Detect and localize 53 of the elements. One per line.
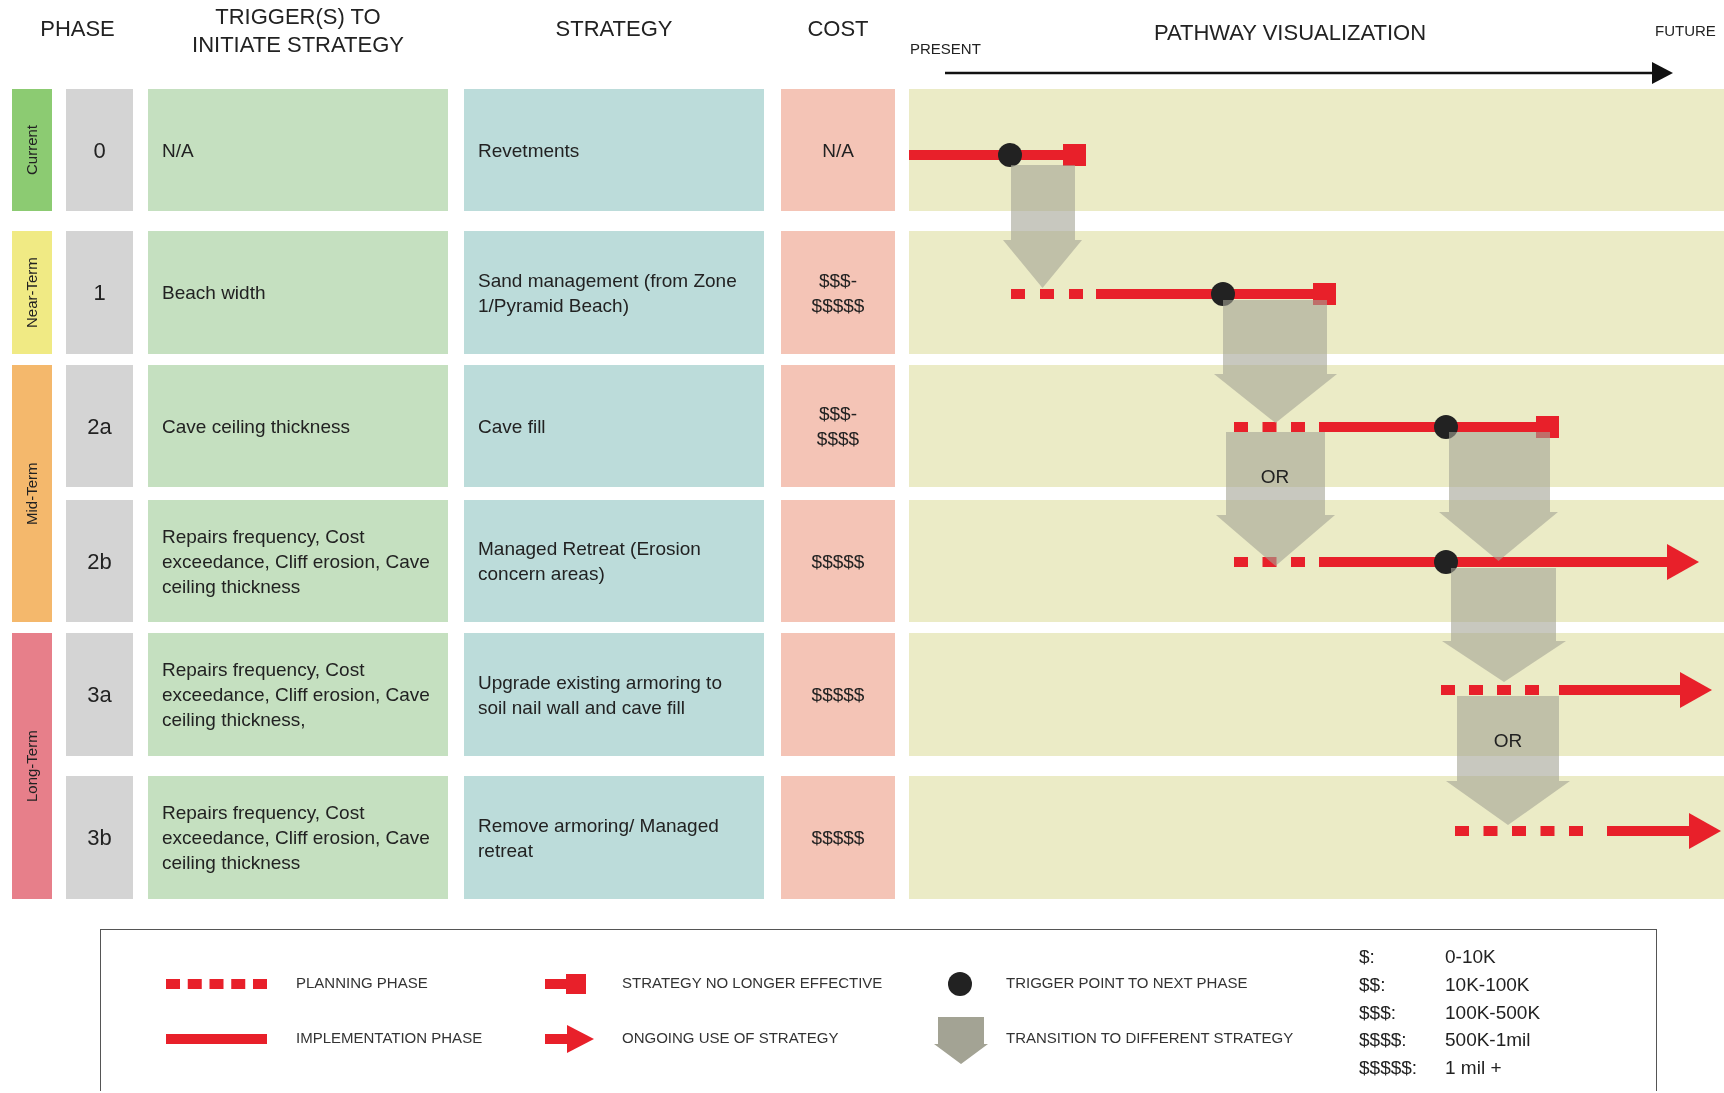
column-header: STRATEGY [554,15,674,43]
phase-band: Current [12,89,52,211]
legend-text: TRANSITION TO DIFFERENT STRATEGY [1006,1029,1294,1046]
legend-text: IMPLEMENTATION PHASE [296,1029,483,1046]
cost-cell: $$$$$ [781,776,895,899]
cost-key-symbol: $$$: [1359,1002,1397,1024]
trigger-cell: Repairs frequency, Cost exceedance, Cliff erosion, Cave ceiling thickness [148,776,448,899]
or-label: OR [1492,730,1524,752]
cost-key-symbol: $$: [1359,974,1387,996]
column-header: PHASE [39,15,116,43]
cost-cell: $$$- $$$$$ [781,231,895,354]
strategy-cell: Revetments [464,89,764,211]
phase-number: 2a [66,365,133,487]
or-label: OR [1259,466,1291,488]
cost-cell: $$$- $$$$ [781,365,895,487]
phase-number: 3b [66,776,133,899]
phase-band: Long-Term [12,633,52,899]
cost-key-range: 100K-500K [1445,1002,1542,1024]
strategy-cell: Cave fill [464,365,764,487]
column-header: TRIGGER(S) TO INITIATE STRATEGY [191,3,405,59]
phase-number: 1 [66,231,133,354]
column-header: COST [806,15,870,43]
cost-key-range: 500K-1mil [1445,1029,1532,1051]
cost-key-range: 10K-100K [1445,974,1531,996]
phase-number: 0 [66,89,133,211]
cost-cell: $$$$$ [781,633,895,756]
phase-number: 3a [66,633,133,756]
trigger-cell: Repairs frequency, Cost exceedance, Cliff erosion, Cave ceiling thickness, [148,633,448,756]
cost-key-symbol: $: [1359,946,1376,968]
cost-cell: N/A [781,89,895,211]
axis-label: FUTURE [1655,22,1717,39]
axis-label: PRESENT [910,40,982,57]
cost-key-range: 1 mil + [1445,1057,1503,1079]
trigger-cell: N/A [148,89,448,211]
cost-key-symbol: $$$$$: [1359,1057,1419,1079]
trigger-cell: Repairs frequency, Cost exceedance, Cliff erosion, Cave ceiling thickness [148,500,448,622]
strategy-cell: Upgrade existing armoring to soil nail wall and cave fill [464,633,764,756]
cost-key-symbol: $$$$: [1359,1029,1408,1051]
trigger-cell: Beach width [148,231,448,354]
legend-text: TRIGGER POINT TO NEXT PHASE [1006,974,1248,991]
legend-text: STRATEGY NO LONGER EFFECTIVE [622,974,883,991]
strategy-cell: Remove armoring/ Managed retreat [464,776,764,899]
legend-text: PLANNING PHASE [296,974,428,991]
phase-number: 2b [66,500,133,622]
cost-cell: $$$$$ [781,500,895,622]
phase-band: Mid-Term [12,365,52,622]
strategy-cell: Managed Retreat (Erosion concern areas) [464,500,764,622]
trigger-cell: Cave ceiling thickness [148,365,448,487]
cost-key-range: 0-10K [1445,946,1497,968]
phase-band: Near-Term [12,231,52,354]
strategy-cell: Sand management (from Zone 1/Pyramid Beach) [464,231,764,354]
pathway-header: PATHWAY VISUALIZATION [1152,20,1428,46]
legend-text: ONGOING USE OF STRATEGY [622,1029,839,1046]
